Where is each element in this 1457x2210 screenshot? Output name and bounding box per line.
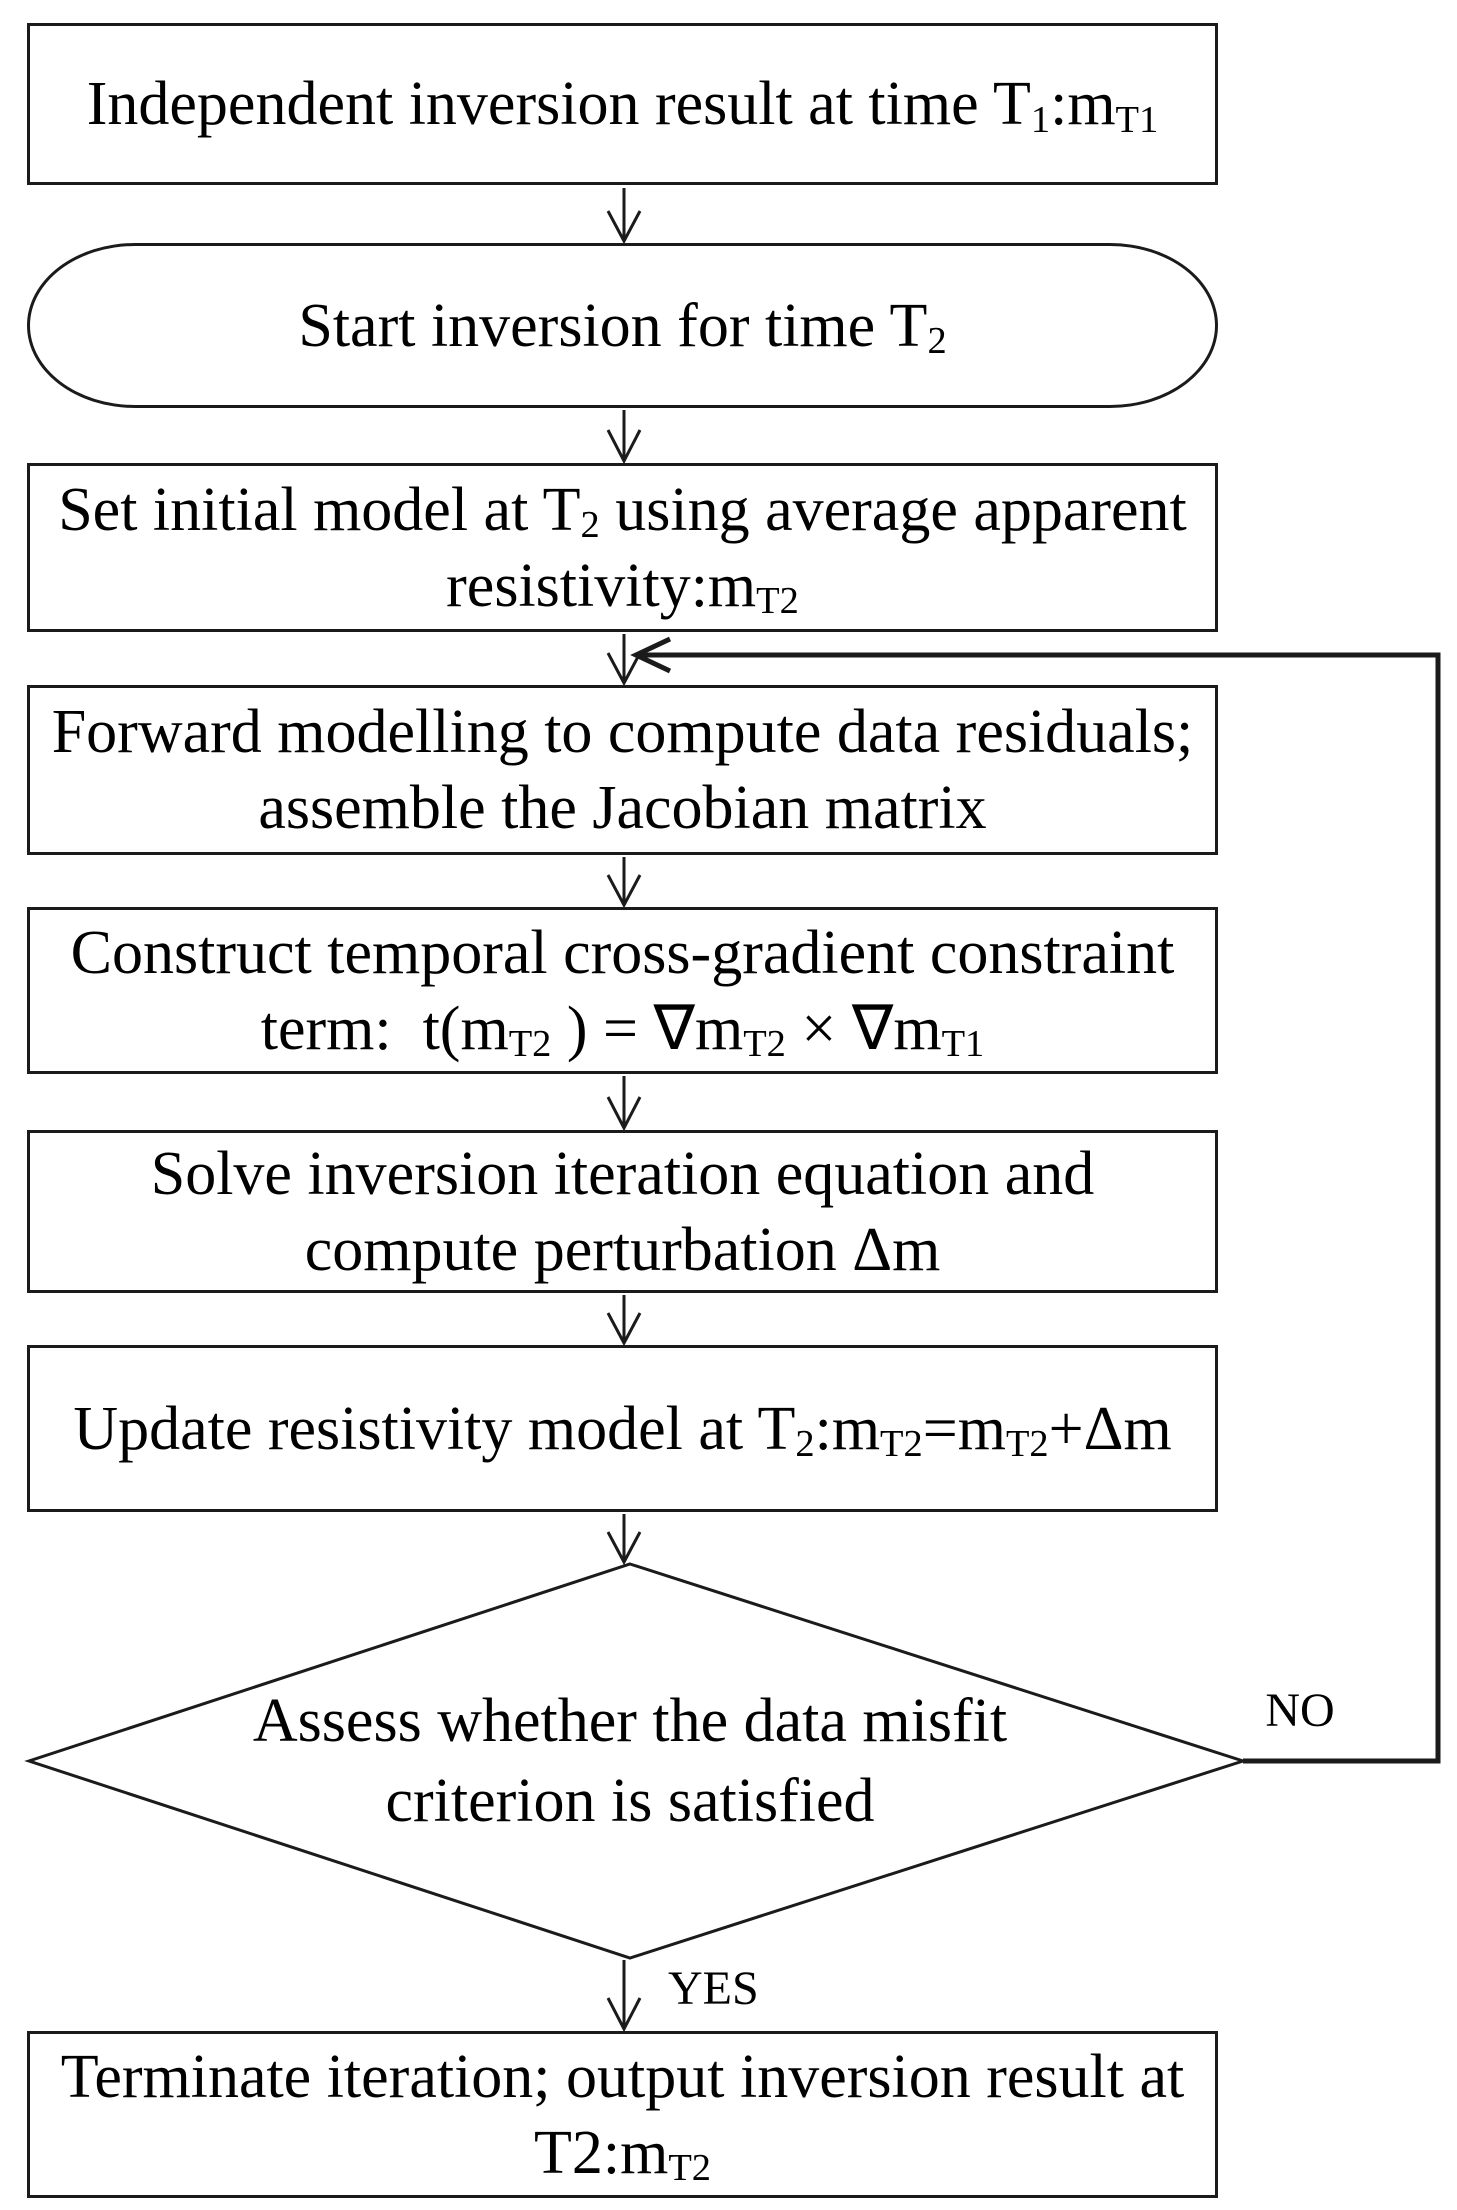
no-loop-arrowhead-left-icon [630, 636, 672, 674]
node-forward-modelling: Forward modelling to compute data residu… [27, 685, 1218, 855]
arrow-initial-model-to-forward [606, 634, 642, 687]
node-update-resistivity-model: Update resistivity model at T2:mT2=mT2+Δ… [27, 1345, 1218, 1512]
arrow-solve-to-update [606, 1295, 642, 1347]
edge-label-no: NO [1265, 1684, 1335, 1737]
arrowhead-down-icon [606, 1531, 642, 1566]
node-text-line: criterion is satisfied [385, 1767, 875, 1835]
node-cross-gradient-constraint: Construct temporal cross-gradient constr… [27, 907, 1218, 1074]
arrow-independent-to-start [606, 188, 642, 245]
arrowhead-down-icon [606, 652, 642, 687]
arrow-forward-to-cross-gradient [606, 857, 642, 909]
arrowhead-down-icon [606, 874, 642, 909]
node-independent-inversion-result: Independent inversion result at time T1:… [27, 23, 1218, 185]
no-loop-connector [630, 636, 1441, 1764]
arrowhead-down-icon [606, 1997, 642, 2033]
node-text-line: term: t(mT2 ) = ∇mT2 × ∇mT1 [260, 994, 985, 1066]
node-text-line: Assess whether the data misfit [252, 1687, 1008, 1755]
arrow-cross-gradient-to-solve [606, 1076, 642, 1132]
decision-diamond-shape [24, 1562, 1248, 1960]
arrow-update-to-decision [606, 1514, 642, 1566]
node-text-line: resistivity:mT2 [446, 551, 799, 623]
node-text-line: Independent inversion result at time T1:… [86, 70, 1159, 141]
node-text-line: Terminate iteration; output inversion re… [60, 2042, 1185, 2111]
node-text-line: Update resistivity model at T2:mT2=mT2+Δ… [73, 1394, 1172, 1466]
node-text-line: Start inversion for time T2 [298, 291, 947, 363]
arrow-start-to-initial-model [606, 410, 642, 465]
node-text-line: Forward modelling to compute data residu… [51, 698, 1194, 766]
node-text-line: compute perturbation Δm [304, 1215, 941, 1284]
arrowhead-down-icon [606, 1096, 642, 1132]
node-start-inversion: Start inversion for time T2 [27, 243, 1218, 408]
arrowhead-down-icon [606, 429, 642, 465]
arrow-decision-to-terminate [606, 1960, 642, 2033]
edge-label-yes: YES [668, 1962, 759, 2015]
arrowhead-down-icon [606, 210, 642, 245]
node-solve-iteration-equation: Solve inversion iteration equation and c… [27, 1130, 1218, 1293]
arrowhead-down-icon [606, 1312, 642, 1347]
node-text-line: T2:mT2 [533, 2118, 711, 2190]
node-text-line: Solve inversion iteration equation and [150, 1139, 1095, 1208]
node-text-line: assemble the Jacobian matrix [258, 774, 987, 842]
node-set-initial-model: Set initial model at T2 using average ap… [27, 463, 1218, 632]
node-assess-misfit-decision: Assess whether the data misfit criterion… [130, 1676, 1130, 1846]
no-loop-line [636, 652, 1441, 1764]
node-text-line: Construct temporal cross-gradient constr… [70, 918, 1175, 987]
node-text-line: Set initial model at T2 using average ap… [58, 475, 1187, 547]
node-terminate-output-result: Terminate iteration; output inversion re… [27, 2031, 1218, 2198]
